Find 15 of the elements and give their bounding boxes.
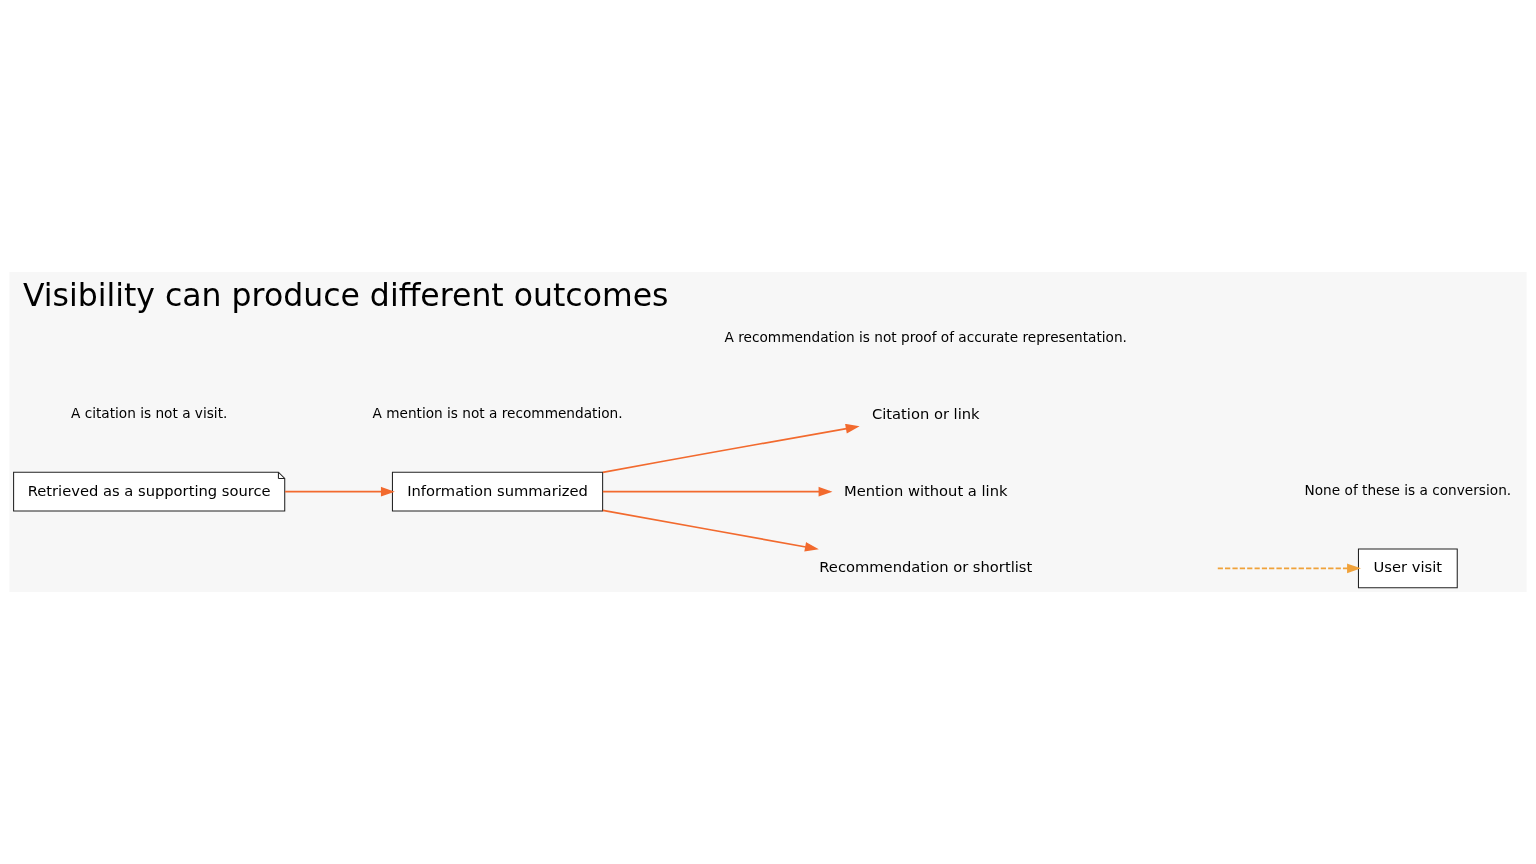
arrow <box>602 509 819 552</box>
label: A citation is not a visit. <box>70 405 228 422</box>
label: None of these is a conversion. <box>1304 482 1512 499</box>
label: A mention is not a recommendation. <box>372 405 623 422</box>
node-text: Mention without a link <box>844 481 1008 499</box>
label: A recommendation is not proof of accurate representation. <box>724 328 1127 345</box>
node-box: Information summarized <box>391 471 604 512</box>
diagram-title: Visibility can produce different outcomes <box>22 276 669 313</box>
arrow <box>1216 563 1361 574</box>
node-text: Recommendation or shortlist <box>819 558 1033 576</box>
node-text: Citation or link <box>871 404 980 422</box>
arrow <box>601 423 860 474</box>
node-box: User visit <box>1357 548 1458 589</box>
arrow <box>284 486 395 497</box>
arrow <box>602 486 833 497</box>
